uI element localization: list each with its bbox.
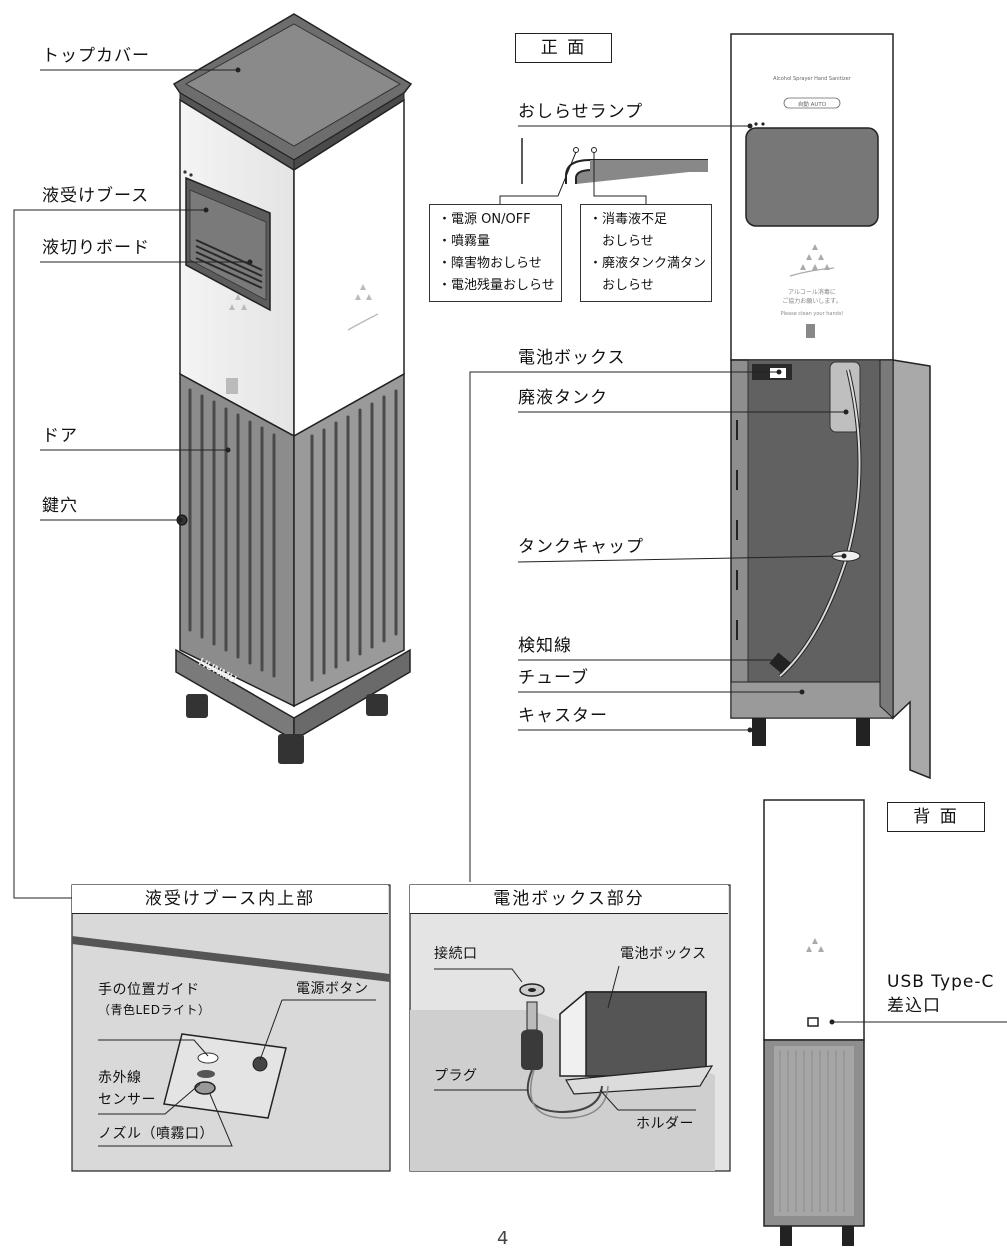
lamp-item: ・噴霧量 xyxy=(438,234,491,249)
label-usb-port: 差込口 xyxy=(887,996,941,1016)
label-liquid-booth: 液受けブース xyxy=(42,186,150,206)
back-view-title: 背 面 xyxy=(887,802,985,832)
label-connector: 接続口 xyxy=(434,946,478,962)
label-notice-lamp: おしらせランプ xyxy=(518,102,644,122)
lamp-closeup xyxy=(499,138,708,204)
lamp-item: ・廃液タンク満タン xyxy=(589,256,707,271)
label-plug: プラグ xyxy=(434,1068,478,1084)
main-unit-illustration xyxy=(172,13,413,764)
inset-battery-leaders xyxy=(434,965,696,1111)
lamp-item: ・消毒液不足 xyxy=(589,212,668,227)
front-view-title: 正 面 xyxy=(515,33,612,63)
inset-battery-illustration xyxy=(409,884,731,1172)
lamp-item: ・電源 ON/OFF xyxy=(438,212,531,227)
inset-booth-title: 液受けブース内上部 xyxy=(72,885,388,914)
label-nozzle: ノズル（噴霧口） xyxy=(98,1126,214,1142)
lamp-item: おしらせ xyxy=(589,278,654,293)
panel-mode-text: 自動 AUTO xyxy=(798,100,827,108)
label-caster: キャスター xyxy=(518,706,608,726)
main-unit-leaders xyxy=(13,69,250,899)
label-inset-battery-box: 電池ボックス xyxy=(620,946,707,962)
front-view-illustration xyxy=(730,33,931,780)
lamp-info-left: ・電源 ON/OFF ・噴霧量 ・障害物おしらせ ・電池残量おしらせ xyxy=(429,204,562,302)
inset-battery-title: 電池ボックス部分 xyxy=(410,885,728,914)
label-ir-sensor-2: センサー xyxy=(98,1092,156,1108)
back-view-illustration xyxy=(763,799,865,1246)
inset-booth-leaders xyxy=(98,999,376,1147)
label-detection-wire: 検知線 xyxy=(518,636,572,656)
label-holder: ホルダー xyxy=(636,1116,694,1132)
label-keyhole: 鍵穴 xyxy=(42,496,78,516)
inset-booth-illustration xyxy=(71,884,391,1172)
front-view-leaders xyxy=(469,125,846,882)
lamp-item: ・電池残量おしらせ xyxy=(438,278,555,293)
label-tube: チューブ xyxy=(518,668,589,688)
lamp-info-right: ・消毒液不足 おしらせ ・廃液タンク満タン おしらせ xyxy=(580,204,712,302)
label-waste-tank: 廃液タンク xyxy=(518,388,608,408)
panel-message-3: Please clean your hands! xyxy=(781,311,844,317)
label-hand-guide: 手の位置ガイド xyxy=(98,982,200,998)
label-usb-type-c: USB Type-C xyxy=(887,972,995,992)
label-power-button: 電源ボタン xyxy=(296,981,369,997)
label-top-cover: トップカバー xyxy=(42,46,150,66)
label-tank-cap: タンクキャップ xyxy=(518,537,644,557)
panel-text-top: Alcohol Sprayer Hand Sanitizer xyxy=(773,76,852,82)
lamp-item: おしらせ xyxy=(589,234,654,249)
panel-message-2: ご協力お願いします。 xyxy=(782,297,841,305)
lamp-item: ・障害物おしらせ xyxy=(438,256,542,271)
label-door: ドア xyxy=(42,426,78,446)
label-battery-box: 電池ボックス xyxy=(518,348,626,368)
panel-message-1: アルコール消毒に xyxy=(788,288,836,296)
page-number: 4 xyxy=(497,1228,509,1249)
label-ir-sensor: 赤外線 xyxy=(98,1070,142,1086)
label-drain-board: 液切りボード xyxy=(42,238,150,258)
label-hand-guide-led: （青色LEDライト） xyxy=(98,1003,211,1017)
